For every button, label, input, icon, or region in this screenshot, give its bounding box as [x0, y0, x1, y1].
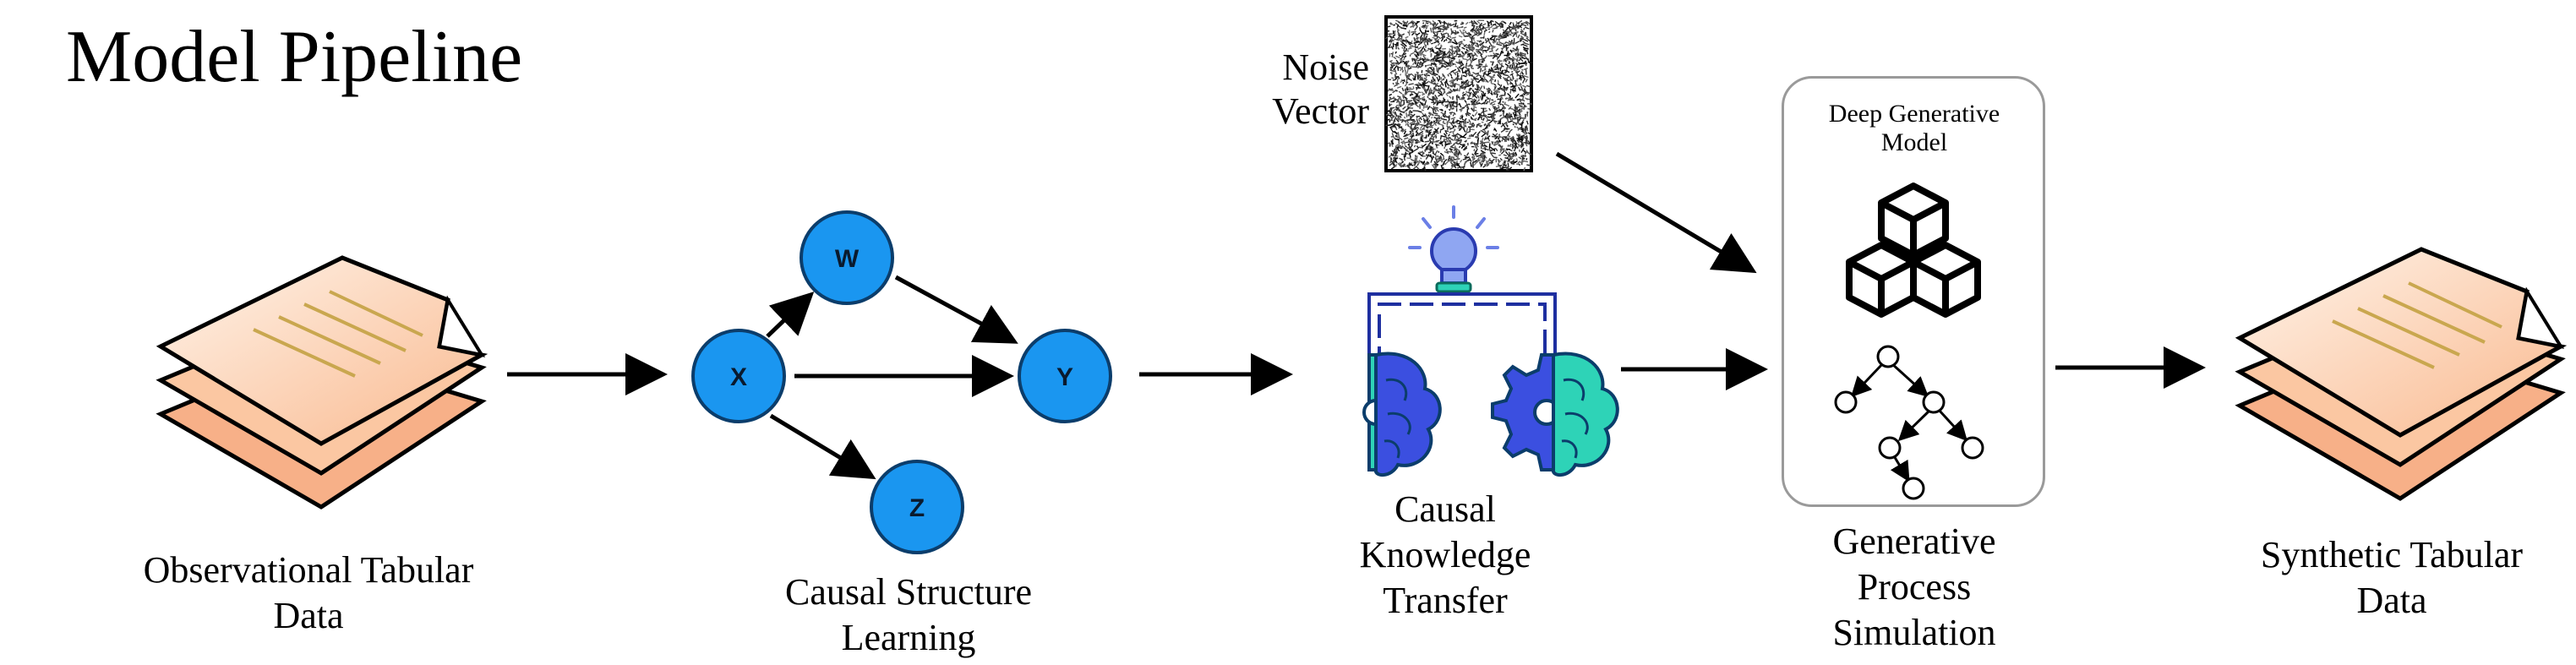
tree-graph-icon — [1834, 345, 1984, 500]
model-title: Deep Generative Model — [1792, 100, 2037, 157]
caption-observational-line-1: Observational Tabular — [143, 549, 474, 591]
caption-transfer-line-3: Transfer — [1383, 580, 1508, 621]
noise-vector-label: Noise Vector — [1217, 46, 1369, 134]
caption-simulation: Generative Process Simulation — [1783, 519, 2045, 656]
causal-graph-edges — [766, 275, 1018, 480]
caption-simulation-line-2: Process — [1857, 566, 1972, 608]
caption-structure-line-1: Causal Structure — [784, 571, 1033, 613]
page-title: Model Pipeline — [66, 16, 523, 98]
caption-observational-line-2: Data — [273, 595, 344, 636]
caption-transfer-line-2: Knowledge — [1359, 534, 1531, 575]
caption-transfer-line-1: Causal — [1394, 488, 1496, 530]
caption-synthetic: Synthetic Tabular Data — [2214, 532, 2569, 624]
model-icons — [1834, 183, 1984, 500]
caption-knowledge-transfer: Causal Knowledge Transfer — [1318, 487, 1572, 624]
node-y-label: Y — [1056, 363, 1073, 391]
node-w-label: W — [835, 245, 860, 273]
noise-label-line-1: Noise — [1282, 46, 1369, 88]
noise-label-line-2: Vector — [1272, 90, 1369, 132]
document-stack-icon — [2235, 247, 2568, 501]
lightbulb-icon — [1408, 205, 1499, 293]
node-z-label: Z — [909, 494, 925, 522]
gear-brain-icon — [1362, 352, 1442, 477]
cubes-icon — [1846, 183, 1981, 318]
caption-observational: Observational Tabular Data — [101, 548, 516, 639]
document-stack-icon — [156, 255, 488, 510]
arrow-noise-to-model — [1555, 151, 1757, 274]
caption-synthetic-line-2: Data — [2356, 580, 2427, 621]
caption-structure-learning: Causal Structure Learning — [744, 570, 1073, 661]
caption-synthetic-line-1: Synthetic Tabular — [2260, 534, 2524, 575]
gear-brain-icon — [1491, 352, 1619, 477]
node-z: Z — [870, 460, 964, 554]
caption-simulation-line-3: Simulation — [1832, 612, 1996, 653]
model-title-line-2: Model — [1880, 128, 1948, 156]
model-title-line-1: Deep Generative — [1828, 100, 2000, 128]
caption-simulation-line-1: Generative — [1832, 521, 1996, 562]
caption-structure-line-2: Learning — [841, 617, 976, 658]
node-x: X — [691, 329, 786, 423]
noise-texture-icon — [1384, 15, 1534, 172]
transfer-frame — [1367, 292, 1557, 370]
node-y: Y — [1018, 329, 1112, 423]
node-w: W — [800, 210, 894, 305]
node-x-label: X — [730, 363, 747, 391]
